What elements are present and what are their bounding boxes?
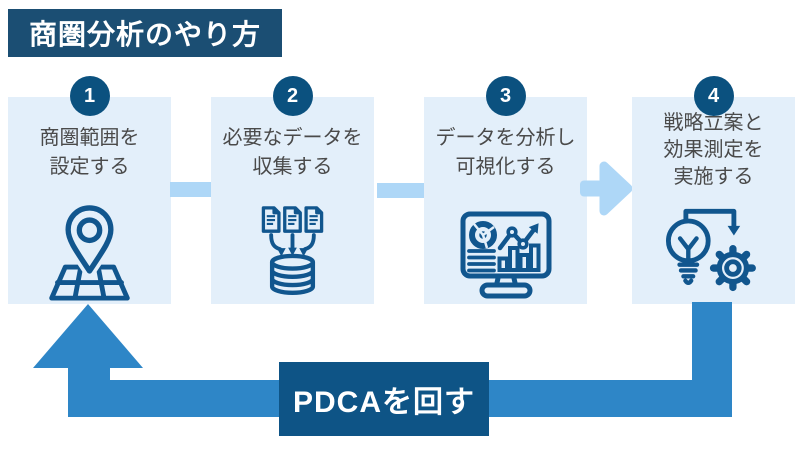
- data-collection-icon: [211, 205, 374, 302]
- step-2-label: 必要なデータを 収集する: [222, 127, 363, 178]
- step-3-box: 3 データを分析し 可視化する: [424, 76, 587, 304]
- step-3-label: データを分析し 可視化する: [435, 127, 576, 178]
- connector-bar-1-2: [170, 182, 211, 197]
- page-title-label: 商圏分析のやり方: [28, 19, 261, 50]
- step-4-number-badge: 4: [693, 76, 734, 116]
- step-3-number-badge: 3: [485, 76, 526, 116]
- step-2-number-badge: 2: [272, 76, 313, 116]
- connector-bar-2-3: [377, 183, 424, 198]
- pdca-banner: PDCAを回す: [279, 362, 489, 436]
- step-1-label: 商圏範囲を 設定する: [39, 127, 140, 178]
- idea-gear-icon: [632, 205, 795, 302]
- step-4-box: 4 戦略立案と 効果測定を 実施する: [632, 76, 795, 304]
- step-4-label: 戦略立案と 効果測定を 実施する: [663, 112, 764, 188]
- step-2-box: 2 必要なデータを 収集する: [211, 76, 374, 304]
- pdca-banner-label: PDCAを回す: [292, 386, 475, 419]
- step-4-number: 4: [707, 84, 720, 107]
- step-1-number: 1: [83, 84, 96, 107]
- flow-arrow-icon-3-4: [579, 160, 633, 218]
- step-3-number: 3: [499, 84, 512, 107]
- dashboard-chart-icon: [424, 207, 587, 302]
- step-1-box: 1 商圏範囲を 設定する: [8, 76, 171, 304]
- page-title: 商圏分析のやり方: [8, 9, 282, 57]
- step-2-number: 2: [286, 84, 299, 107]
- step-1-number-badge: 1: [69, 76, 110, 116]
- map-pin-icon: [8, 205, 171, 302]
